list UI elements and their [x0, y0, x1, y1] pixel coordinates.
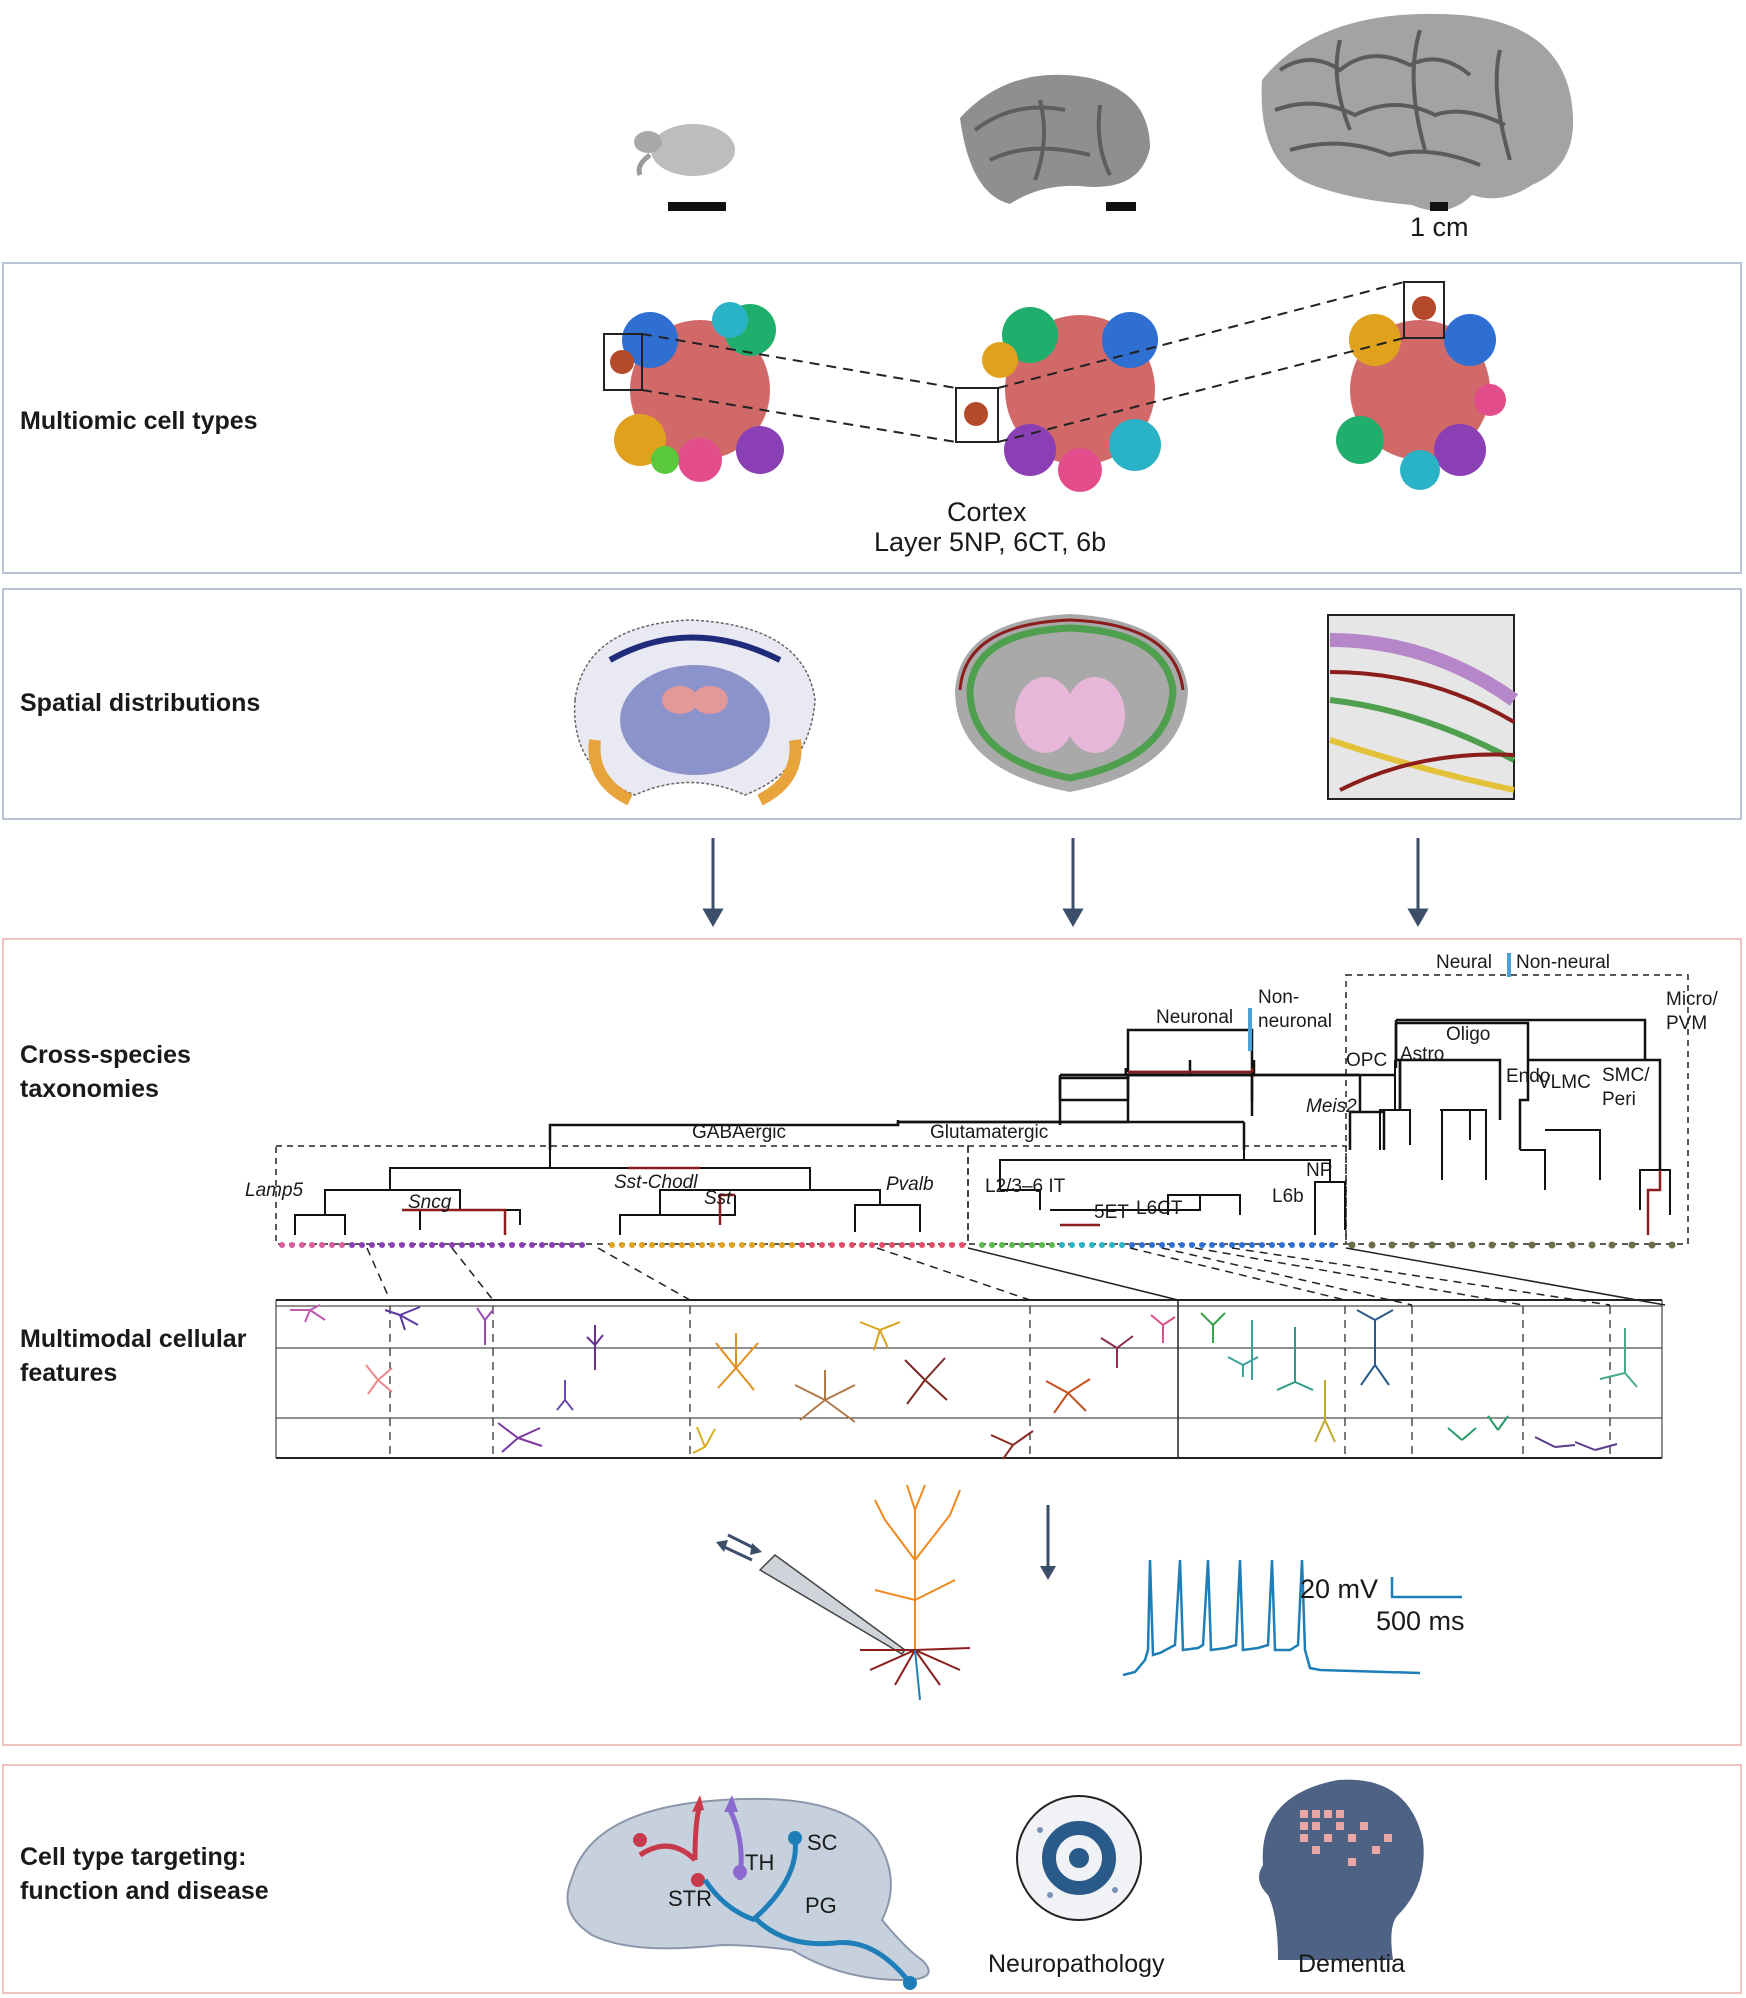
feature-connectors: [366, 1247, 1611, 1306]
label-l6ct: L6CT: [1136, 1198, 1183, 1219]
human-brain: [1261, 13, 1574, 211]
label-dementia: Dementia: [1298, 1950, 1405, 1978]
label-l6b: L6b: [1272, 1186, 1304, 1207]
voltage-trace: [1122, 1559, 1421, 1677]
mouse-coronal-section: [573, 619, 816, 806]
mouse-brain: [634, 124, 735, 176]
umap-plots: [603, 281, 1506, 492]
label-oligo: Oligo: [1446, 1024, 1491, 1045]
label-non-neural: Non-neural: [1516, 952, 1610, 973]
label-sc: SC: [807, 1830, 838, 1855]
label-neuropathology: Neuropathology: [988, 1950, 1165, 1978]
taxonomy-panel: [2, 938, 1742, 1746]
umap-mouse: [614, 302, 784, 482]
label-lamp5: Lamp5: [245, 1180, 304, 1201]
neuropathology-image: [1016, 1795, 1142, 1921]
label-glutamatergic: Glutamatergic: [930, 1122, 1049, 1143]
targeting-label: Cell type targeting: function and diseas…: [20, 1843, 269, 1905]
scale-bar-mouse: [668, 202, 726, 211]
dementia-head-icon: [1259, 1779, 1424, 1960]
macaque-coronal-section: [955, 614, 1188, 792]
recorded-neuron: [860, 1484, 971, 1701]
label-pvalb: Pvalb: [886, 1174, 934, 1195]
label-np: NP: [1306, 1160, 1333, 1181]
spatial-maps: [573, 614, 1519, 806]
time-scale-label: 500 ms: [1376, 1606, 1465, 1636]
scale-bar-human: [1430, 202, 1448, 211]
leaf-dots: [279, 1241, 1676, 1249]
multimodal-label: Multimodal cellular features: [20, 1325, 247, 1387]
label-l2-3-6-it: L2/3–6 IT: [985, 1176, 1066, 1197]
scale-bar-macaque: [1106, 202, 1136, 211]
label-sst: Sst: [704, 1188, 732, 1209]
label-neuronal: Neuronal: [1156, 1007, 1234, 1028]
umap-macaque-box: [955, 387, 999, 443]
human-section-zoom: [1327, 614, 1519, 800]
voltage-scale-label: 20 mV: [1300, 1574, 1379, 1604]
label-endo: Endo: [1506, 1066, 1551, 1087]
umap-macaque: [982, 307, 1161, 492]
spatial-panel: [2, 588, 1742, 820]
down-arrows: [702, 838, 1429, 928]
taxonomies-label: Cross-species taxonomies: [20, 1041, 191, 1103]
label-meis2: Meis2: [1306, 1096, 1357, 1117]
umap-human-box: [1403, 281, 1445, 339]
neuronal-separator: [1248, 1008, 1252, 1051]
scale-bar: [1390, 1577, 1462, 1599]
umap-connectors: [641, 281, 1405, 443]
cortex-caption-line2: Layer 5NP, 6CT, 6b: [874, 527, 1107, 557]
macaque-brain: [960, 74, 1150, 204]
label-5et: 5ET: [1094, 1202, 1129, 1223]
sagittal-mouse-brain: [566, 1795, 930, 1990]
label-gabaergic: GABAergic: [692, 1122, 786, 1143]
multiomic-label: Multiomic cell types: [20, 407, 258, 435]
label-sncg: Sncg: [408, 1192, 452, 1213]
targeting-panel: [2, 1764, 1742, 1994]
label-micro-pvm: Micro/ PVM: [1666, 989, 1718, 1034]
label-vlmc: VLMC: [1538, 1072, 1591, 1093]
neuron-morphologies: [290, 1304, 1638, 1460]
brain-illustrations: [634, 13, 1574, 211]
feature-grid: [275, 1299, 1663, 1459]
umap-human: [1336, 314, 1506, 490]
label-smc-peri: SMC/ Peri: [1602, 1065, 1650, 1110]
label-pg: PG: [805, 1893, 837, 1918]
label-neural: Neural: [1436, 952, 1492, 973]
label-non-neuronal: Non-neuronal: [1258, 987, 1332, 1032]
dendrogram-red-branches: [402, 1068, 1662, 1235]
neural-separator: [1507, 953, 1511, 977]
umap-mouse-box: [603, 333, 643, 391]
label-th: TH: [745, 1850, 775, 1875]
cortex-caption-line1: Cortex: [947, 497, 1027, 527]
label-astro: Astro: [1400, 1044, 1445, 1065]
scale-bar-label: 1 cm: [1410, 212, 1469, 242]
spatial-label: Spatial distributions: [20, 689, 261, 717]
multiomic-panel: [2, 262, 1742, 574]
label-opc: OPC: [1346, 1050, 1388, 1071]
label-str: STR: [668, 1886, 712, 1911]
label-sst-chodl: Sst-Chodl: [614, 1172, 698, 1193]
